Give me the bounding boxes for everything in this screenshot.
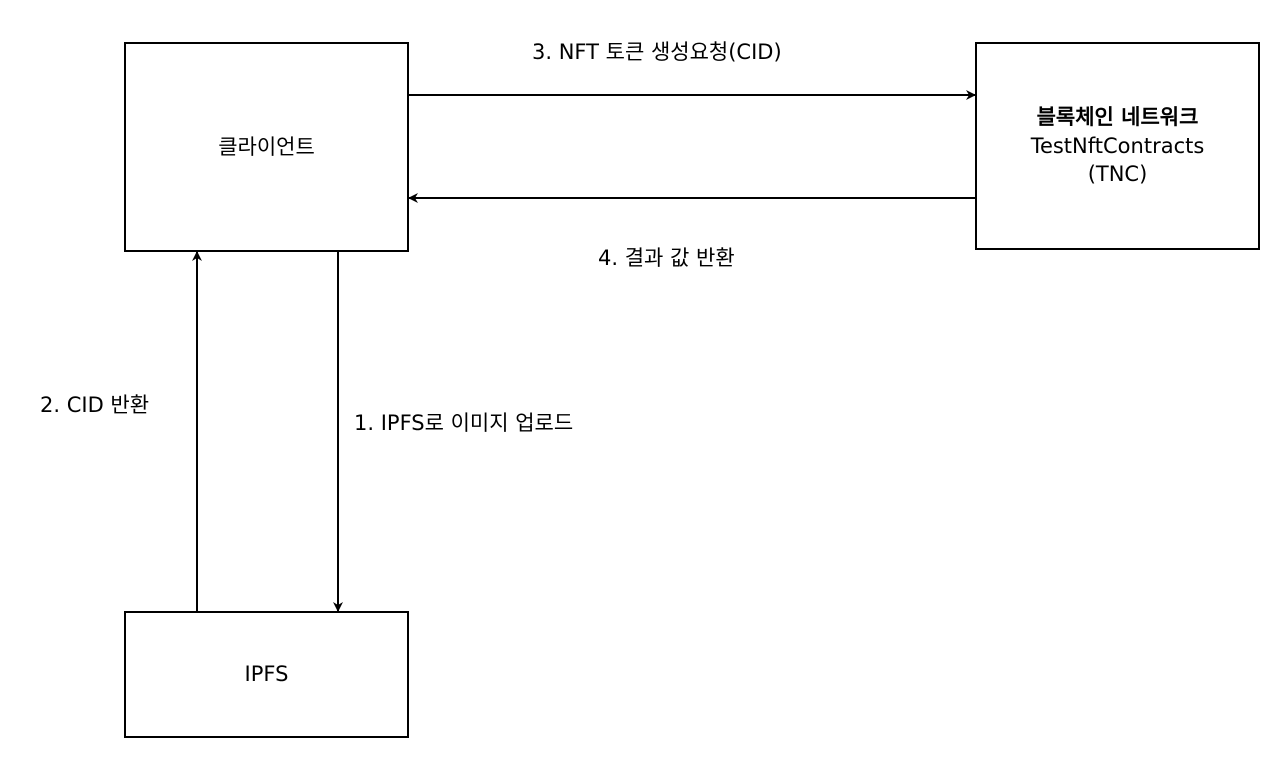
blockchain-node: 블록체인 네트워크 TestNftContracts (TNC) xyxy=(975,42,1260,250)
edge-step1-label: 1. IPFS로 이미지 업로드 xyxy=(354,411,574,435)
ipfs-node: IPFS xyxy=(124,611,409,738)
blockchain-title: 블록체인 네트워크 xyxy=(1036,105,1199,130)
blockchain-contract-abbrev: (TNC) xyxy=(1087,162,1148,187)
ipfs-label: IPFS xyxy=(244,662,289,687)
client-label: 클라이언트 xyxy=(218,134,315,159)
edge-step4-label: 4. 결과 값 반환 xyxy=(598,246,735,270)
client-node: 클라이언트 xyxy=(124,42,409,252)
edge-step2-label: 2. CID 반환 xyxy=(40,393,150,417)
edge-step3-label: 3. NFT 토큰 생성요청(CID) xyxy=(532,40,782,64)
blockchain-contract-name: TestNftContracts xyxy=(1030,133,1205,158)
